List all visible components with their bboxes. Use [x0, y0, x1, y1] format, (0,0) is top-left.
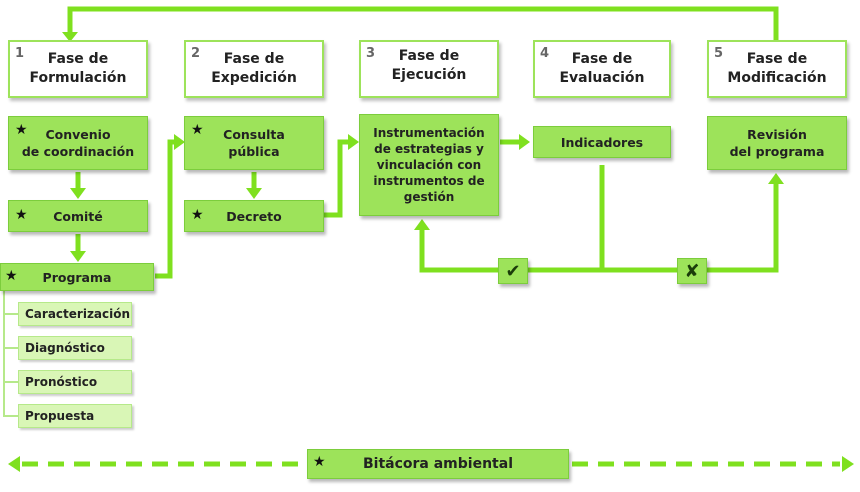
phase-ejecucion: 3 Fase de Ejecución — [359, 40, 499, 98]
arrow-programa-consulta — [155, 139, 176, 279]
phase-title-line1: Fase de — [571, 51, 633, 67]
subitem-caracterizacion: Caracterización — [18, 302, 132, 326]
phase-title-line2: Ejecución — [391, 67, 467, 83]
cross-icon: ✘ — [677, 258, 707, 284]
subitem-label: Diagnóstico — [25, 341, 105, 355]
subitems-bracket — [3, 290, 18, 417]
star-icon: ★ — [5, 268, 18, 284]
instrumentacion-line1: Instrumentación — [373, 126, 485, 140]
phase-title-line1: Fase de — [746, 51, 808, 67]
arrowhead-decreto — [246, 188, 262, 199]
arrowhead-bitacora-right — [842, 456, 854, 472]
arrowhead-revision-up — [768, 173, 784, 184]
programa-box: ★ Programa — [0, 263, 154, 291]
arrowhead-bitacora-left — [8, 456, 20, 472]
cross-glyph: ✘ — [684, 260, 700, 282]
phase-title-line2: Modificación — [727, 70, 827, 86]
arrowhead-feedback — [62, 32, 78, 42]
instrumentacion-line2: de estrategias y — [374, 142, 484, 156]
check-glyph: ✔ — [505, 260, 521, 282]
phase-modificacion: 5 Fase de Modificación — [707, 40, 847, 98]
phase-formulacion: 1 Fase de Formulación — [8, 40, 148, 98]
subitem-pronostico: Pronóstico — [18, 370, 132, 394]
phase-number: 5 — [714, 46, 724, 61]
arrowhead-programa — [70, 251, 86, 262]
consulta-box: ★ Consulta pública — [184, 116, 324, 170]
bitacora-label: Bitácora ambiental — [362, 455, 513, 472]
indicadores-label: Indicadores — [560, 134, 644, 150]
convenio-line1: Convenio — [45, 127, 111, 142]
programa-label: Programa — [42, 269, 112, 285]
phase-title-line2: Expedición — [211, 70, 297, 86]
star-icon: ★ — [191, 122, 204, 138]
subitem-diagnostico: Diagnóstico — [18, 336, 132, 360]
star-icon: ★ — [313, 454, 326, 470]
phase-expedicion: 2 Fase de Expedición — [184, 40, 324, 98]
phase-title-line2: Evaluación — [559, 70, 645, 86]
instrumentacion-line4: instrumentos de — [373, 174, 485, 188]
phase-evaluacion: 4 Fase de Evaluación — [533, 40, 671, 98]
arrowhead-instrumentacion — [348, 134, 359, 150]
feedback-loop-line — [67, 6, 779, 40]
phase-title-line1: Fase de — [223, 51, 285, 67]
convenio-box: ★ Convenio de coordinación — [8, 116, 148, 170]
arrowhead-consulta — [174, 134, 185, 150]
revision-line2: del programa — [729, 144, 825, 159]
bitacora-box: ★ Bitácora ambiental — [307, 449, 569, 479]
subitem-label: Pronóstico — [25, 375, 98, 389]
decreto-box: ★ Decreto — [184, 200, 324, 232]
convenio-line2: de coordinación — [21, 144, 135, 159]
indicadores-box: Indicadores — [533, 126, 671, 158]
comite-box: ★ Comité — [8, 200, 148, 232]
subitem-propuesta: Propuesta — [18, 404, 132, 428]
check-icon: ✔ — [498, 258, 528, 284]
instrumentacion-box: Instrumentación de estrategias y vincula… — [359, 114, 499, 216]
phase-number: 1 — [15, 46, 25, 61]
subitem-label: Propuesta — [25, 409, 95, 423]
star-icon: ★ — [15, 122, 28, 138]
arrow-decreto-instrumentacion — [324, 139, 350, 218]
comite-label: Comité — [53, 208, 103, 224]
star-icon: ★ — [15, 207, 28, 223]
arrowhead-loop-up — [414, 219, 430, 230]
revision-line1: Revisión — [747, 127, 807, 142]
revision-box: Revisión del programa — [707, 116, 847, 170]
phase-number: 4 — [540, 46, 550, 61]
arrowhead-comite — [70, 188, 86, 199]
arrowhead-indicadores — [519, 134, 530, 150]
instrumentacion-line3: vinculación con — [376, 158, 482, 172]
subitem-label: Caracterización — [25, 307, 131, 321]
decreto-label: Decreto — [226, 208, 282, 224]
instrumentacion-line5: gestión — [403, 190, 455, 204]
consulta-line2: pública — [228, 144, 280, 159]
phase-number: 3 — [366, 46, 376, 61]
star-icon: ★ — [191, 207, 204, 223]
phase-title-line2: Formulación — [29, 70, 127, 86]
evaluation-loop-line — [419, 182, 779, 273]
phase-title-line1: Fase de — [47, 51, 109, 67]
phase-number: 2 — [191, 46, 201, 61]
consulta-line1: Consulta — [223, 127, 285, 142]
phase-title-line1: Fase de — [398, 48, 460, 64]
